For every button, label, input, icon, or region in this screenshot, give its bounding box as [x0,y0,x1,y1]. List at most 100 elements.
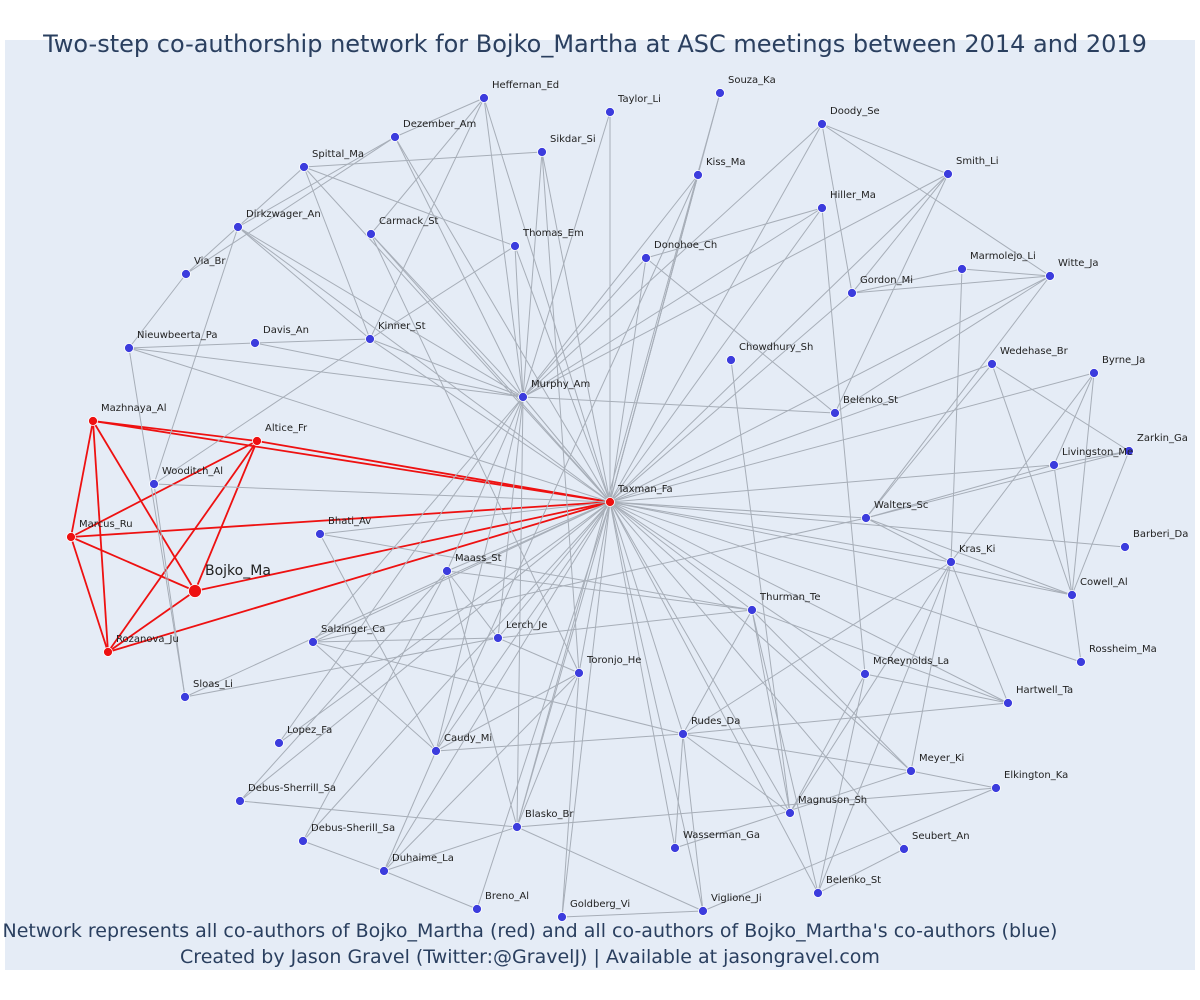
node-Smith_Li[interactable] [943,169,953,179]
node-Livingston_Me[interactable] [1049,460,1059,470]
node-Dirkzwager_An[interactable] [233,222,243,232]
node-label-Hartwell_Ta: Hartwell_Ta [1016,685,1073,696]
node-Rudes_Da[interactable] [678,729,688,739]
edge-Taxman_Fa-Wedehase_Br [609,363,993,503]
node-Donohoe_Ch[interactable] [641,253,651,263]
node-Barberi_Da[interactable] [1120,542,1130,552]
node-Hiller_Ma[interactable] [817,203,827,213]
edge-Duhaime_La-Caudy_Mi [383,750,437,872]
node-Maass_St[interactable] [442,566,452,576]
edge-Taxman_Fa-Debus-Sherill_Sa [302,501,611,842]
node-Via_Br[interactable] [181,269,191,279]
node-Salzinger_Ca[interactable] [308,637,318,647]
node-Spittal_Ma[interactable] [299,162,309,172]
edge-Taxman_Fa-Wasserman_Ga [609,501,676,849]
edge-Lerch_Je-Sloas_Li [184,637,499,698]
node-Debus-Sherrill_Sa[interactable] [235,796,245,806]
node-Marmolejo_Li[interactable] [957,264,967,274]
node-Gordon_Mi[interactable] [847,288,857,298]
edge-Seubert_An-Belenko_St2 [817,848,905,894]
node-Toronjo_He[interactable] [574,668,584,678]
edge-Taxman_Fa-Viglione_Ji [609,501,704,912]
edge-Rudes_Da-Meyer_Ki [682,733,912,772]
node-Sikdar_Si[interactable] [537,147,547,157]
edge-Bhati_Av-Thurman_Te [319,533,753,611]
node-Duhaime_La[interactable] [379,866,389,876]
node-Dezember_Am[interactable] [390,132,400,142]
node-label-Lopez_Fa: Lopez_Fa [287,725,332,736]
node-Altice_Fr[interactable] [252,436,262,446]
node-Debus-Sherill_Sa[interactable] [298,836,308,846]
node-label-Cowell_Al: Cowell_Al [1080,577,1128,588]
node-Lerch_Je[interactable] [493,633,503,643]
node-Goldberg_Vi[interactable] [557,912,567,922]
node-Cowell_Al[interactable] [1067,590,1077,600]
node-Nieuwbeerta_Pa[interactable] [124,343,134,353]
node-Bhati_Av[interactable] [315,529,325,539]
node-Magnuson_Sh[interactable] [785,808,795,818]
node-Chowdhury_Sh[interactable] [726,355,736,365]
edge-Heffernan_Ed-Kinner_St [369,97,485,340]
node-Souza_Ka[interactable] [715,88,725,98]
node-Viglione_Ji[interactable] [698,906,708,916]
edge-Zarkin_Ga-Livingston_Me [1053,450,1130,466]
node-McReynolds_La[interactable] [860,669,870,679]
node-Caudy_Mi[interactable] [431,746,441,756]
node-Meyer_Ki[interactable] [906,766,916,776]
edge-Rudes_Da-Magnuson_Sh [682,733,791,814]
edge-Byrne_Ja-Cowell_Al [1071,372,1095,596]
edge-Marmolejo_Li-Witte_Ja [961,268,1051,277]
node-Rozanova_Ju[interactable] [103,647,113,657]
node-Elkington_Ka[interactable] [991,783,1001,793]
node-Witte_Ja[interactable] [1045,271,1055,281]
node-Belenko_St[interactable] [830,408,840,418]
node-Wooditch_Al[interactable] [149,479,159,489]
node-Mazhnaya_Al[interactable] [88,416,98,426]
node-label-Souza_Ka: Souza_Ka [728,75,776,86]
node-Hartwell_Ta[interactable] [1003,698,1013,708]
node-Seubert_An[interactable] [899,844,909,854]
node-Rossheim_Ma[interactable] [1076,657,1086,667]
edge-Taylor_Li-Murphy_Am [522,111,611,398]
node-Walters_Sc[interactable] [861,513,871,523]
node-Doody_Se[interactable] [817,119,827,129]
node-Kras_Ki[interactable] [946,557,956,567]
edge-Livingston_Me-Walters_Sc [865,464,1055,519]
node-Kiss_Ma[interactable] [693,170,703,180]
edge-Wedehase_Br-Cowell_Al [991,363,1073,596]
edge-Mazhnaya_Al-Marcus_Ru [70,420,94,538]
node-Taylor_Li[interactable] [605,107,615,117]
node-Thomas_Em[interactable] [510,241,520,251]
node-Heffernan_Ed[interactable] [479,93,489,103]
node-label-Wedehase_Br: Wedehase_Br [1000,346,1069,357]
node-label-Kras_Ki: Kras_Ki [959,544,995,555]
node-Lopez_Fa[interactable] [274,738,284,748]
node-label-Wasserman_Ga: Wasserman_Ga [683,830,760,841]
edge-Kiss_Ma-Murphy_Am [522,174,699,398]
node-Zarkin_Ga[interactable] [1124,446,1134,456]
node-Taxman_Fa[interactable] [605,497,615,507]
node-Davis_An[interactable] [250,338,260,348]
node-Belenko_St2[interactable] [813,888,823,898]
node-Blasko_Br[interactable] [512,822,522,832]
node-label-Altice_Fr: Altice_Fr [265,423,308,434]
node-Bojko_Ma[interactable] [188,584,202,598]
node-Kinner_St[interactable] [365,334,375,344]
edge-Hartwell_Ta-Rudes_Da [682,702,1009,735]
node-Wasserman_Ga[interactable] [670,843,680,853]
edge-Thomas_Em-Murphy_Am [514,245,524,398]
node-Sloas_Li[interactable] [180,692,190,702]
edge-Altice_Fr-Rozanova_Ju [107,440,258,653]
edge-Wedehase_Br-Zarkin_Ga [991,363,1130,452]
node-Byrne_Ja[interactable] [1089,368,1099,378]
node-Wedehase_Br[interactable] [987,359,997,369]
edge-Taxman_Fa-Spittal_Ma [303,166,611,503]
edge-Kras_Ki-Hartwell_Ta [950,561,1009,704]
node-Marcus_Ru[interactable] [66,532,76,542]
node-Murphy_Am[interactable] [518,392,528,402]
node-Thurman_Te[interactable] [747,605,757,615]
edge-Taxman_Fa-Caudy_Mi [435,501,611,752]
node-Carmack_St[interactable] [366,229,376,239]
node-Breno_Al[interactable] [472,904,482,914]
